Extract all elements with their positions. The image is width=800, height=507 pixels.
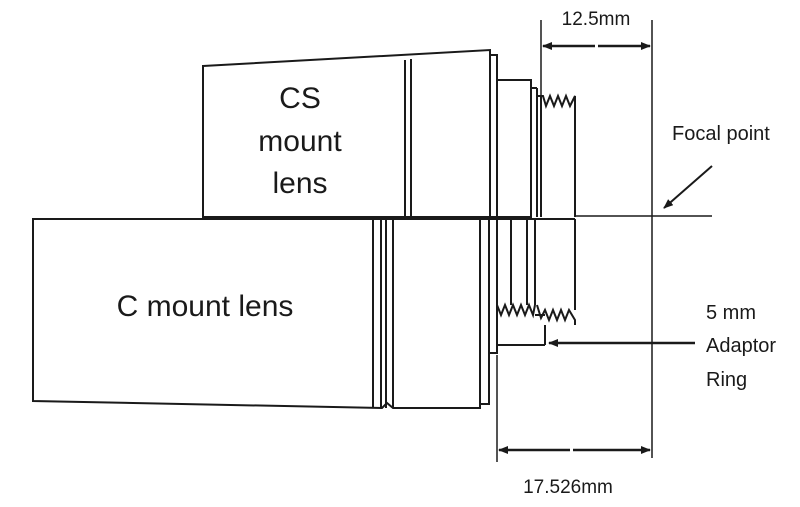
dimension-c-label: 17.526mm — [523, 477, 613, 498]
cs-label-line-2: mount — [258, 125, 342, 158]
cs-label-line-1: CS — [279, 82, 321, 115]
focal-point-arrow — [663, 165, 713, 209]
adaptor-label-line-2: Adaptor — [706, 335, 776, 357]
adaptor-label-line-1: 5 mm — [706, 302, 756, 324]
adaptor-ring-body — [496, 218, 576, 346]
c-mount-lens-body — [32, 218, 498, 410]
adaptor-label-line-3: Ring — [706, 369, 747, 391]
c-mount-lens-label: C mount lens — [117, 290, 294, 323]
cs-label-line-3: lens — [272, 167, 327, 200]
cs-mount-lens-label: CS mount lens — [258, 82, 342, 200]
cs-mount-lens-body — [202, 48, 576, 218]
focal-point-label: Focal point — [672, 123, 770, 145]
adaptor-ring-label: 5 mm Adaptor Ring — [706, 302, 776, 391]
dimension-cs-label: 12.5mm — [562, 9, 631, 30]
